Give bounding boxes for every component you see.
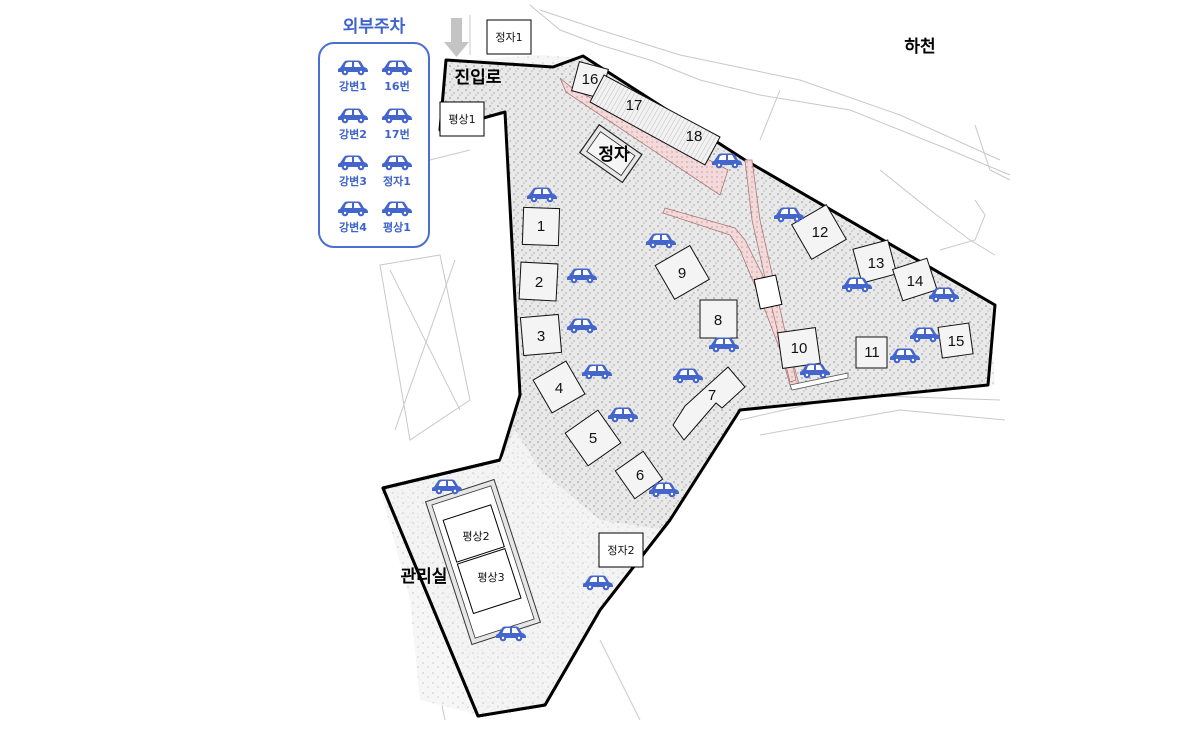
site-14: [891, 257, 938, 302]
walkway-vertical: [744, 159, 797, 383]
site-number: 3: [537, 328, 545, 345]
site-7: [672, 366, 746, 441]
site-number: 4: [555, 380, 563, 397]
car-icon: [337, 106, 369, 124]
site-3: [519, 313, 563, 357]
car-icon: [381, 106, 413, 124]
site-numbers: 1 2 3 4 5 6 7 8 9 10 11 12 13 14 15 16 1…: [535, 71, 965, 484]
site-number: 17: [626, 97, 643, 114]
site-number: 1: [537, 218, 545, 235]
pavilion-2-label: 정자2: [607, 544, 634, 557]
river-label: 하천: [904, 37, 935, 57]
site-number: 6: [636, 467, 644, 484]
legend-item: 강변1: [328, 58, 378, 94]
legend-item-label: 16번: [384, 80, 410, 93]
site-number: 18: [686, 128, 703, 145]
site-number: 8: [714, 312, 722, 329]
site-1: [521, 206, 561, 247]
site-number: 15: [948, 333, 965, 350]
car-icon: [381, 199, 413, 217]
site-13: [852, 239, 898, 284]
site-5: [564, 409, 622, 467]
site-4: [532, 360, 586, 414]
site-2: [518, 261, 559, 302]
car-icon: [337, 58, 369, 76]
legend-item: 16번: [372, 58, 422, 94]
site-number: 5: [589, 430, 597, 447]
walkway-east: [789, 372, 849, 391]
site-9: [654, 244, 711, 301]
site-number: 2: [535, 274, 543, 291]
site-number: 14: [907, 273, 924, 290]
legend-item-label: 강변4: [339, 221, 367, 234]
legend-item-label: 정자1: [383, 175, 411, 188]
platform-3-label: 평상3: [477, 571, 504, 584]
camp-sites: [518, 61, 974, 500]
pavilion-main: [578, 123, 643, 184]
site-number: 13: [868, 255, 885, 272]
site-6: [614, 450, 664, 500]
site-number: 10: [791, 340, 808, 357]
site-number: 12: [812, 224, 829, 241]
site-17-18: [589, 74, 721, 166]
site-number: 7: [708, 387, 716, 404]
legend-item-label: 평상1: [383, 221, 411, 234]
legend-item: 강변2: [328, 106, 378, 142]
site-11: [855, 336, 888, 369]
site-number: 9: [678, 265, 686, 282]
legend-item-label: 강변1: [339, 80, 367, 93]
legend-item-label: 강변3: [339, 175, 367, 188]
legend-item: 17번: [372, 106, 422, 142]
arrow-down-icon: [444, 18, 469, 57]
site-number: 16: [582, 71, 599, 88]
car-icon: [337, 153, 369, 171]
pavilion-1-box: 정자1: [486, 19, 532, 55]
platform-1-box: 평상1: [439, 101, 485, 137]
legend-item-label: 강변2: [339, 128, 367, 141]
pavilion-main-label: 정자: [598, 145, 630, 165]
entrance-road-label: 진입로: [455, 68, 502, 88]
pavilion-1-label: 정자1: [495, 31, 522, 44]
site-10: [777, 326, 821, 370]
site-number: 11: [864, 344, 880, 361]
office-label: 관리실: [401, 567, 448, 587]
car-icon: [337, 199, 369, 217]
facility-box: [753, 274, 783, 310]
pavilion-2-box: 정자2: [598, 532, 644, 568]
site-12: [790, 203, 848, 261]
site-15: [937, 322, 974, 359]
legend-item: 강변3: [328, 153, 378, 189]
office-building: [424, 478, 542, 646]
legend-item-label: 17번: [384, 128, 410, 141]
platform-2-label: 평상2: [462, 530, 489, 543]
site-boundary-lower: [381, 458, 672, 718]
legend-item: 정자1: [372, 153, 422, 189]
external-parking-legend: [318, 42, 430, 248]
legend-item: 강변4: [328, 199, 378, 235]
legend-title: 외부주차: [342, 17, 406, 37]
car-icon: [381, 153, 413, 171]
legend-item: 평상1: [372, 199, 422, 235]
car-icon: [381, 58, 413, 76]
platform-1-label: 평상1: [448, 113, 475, 126]
